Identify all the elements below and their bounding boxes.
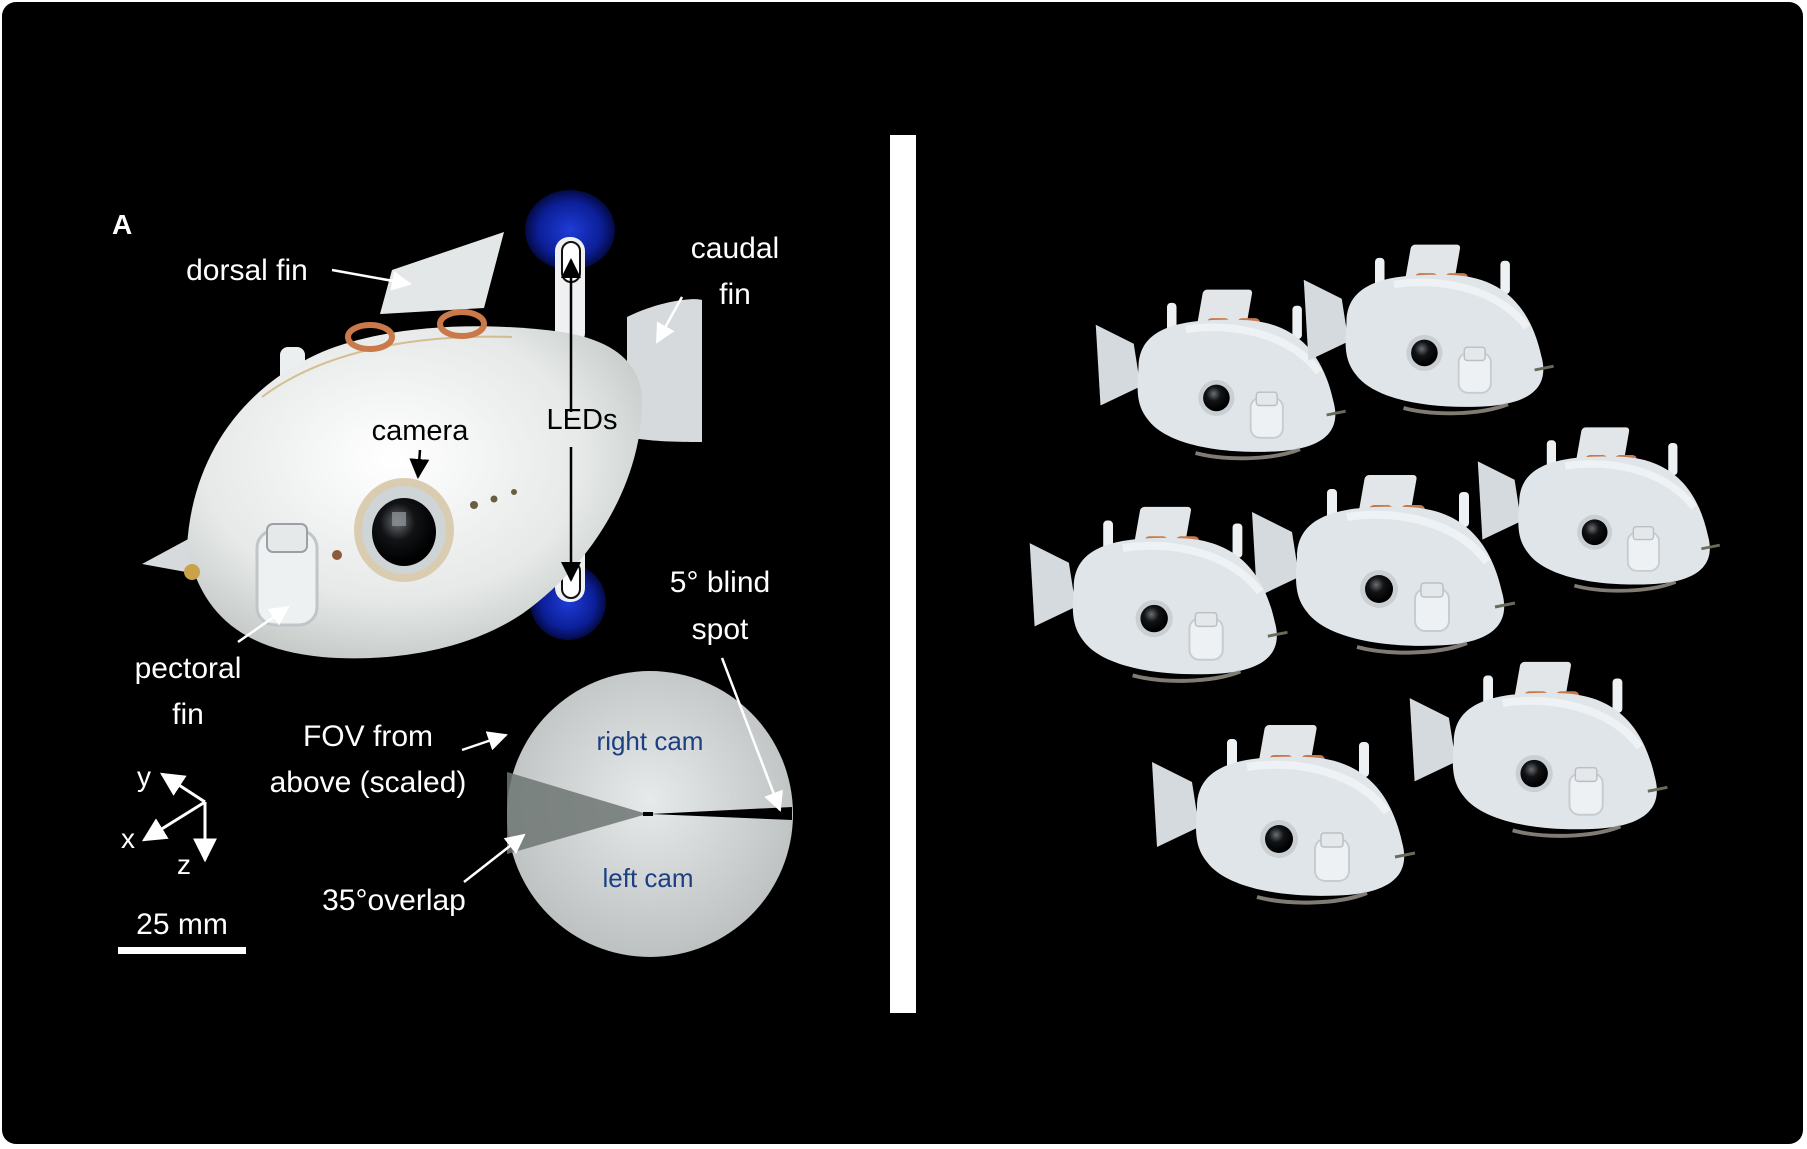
overlap-arrow <box>463 833 526 883</box>
panel-a: A <box>112 190 793 957</box>
dorsal-fin-arrow <box>331 268 412 291</box>
copper-coils <box>345 309 487 352</box>
blind-spot-label-line2: spot <box>692 613 749 646</box>
axis-x-label: x <box>121 823 135 854</box>
blind-spot-label-line1: 5° blind <box>670 566 770 599</box>
swarm-robot-6 <box>1410 662 1668 836</box>
axis-z-label: z <box>177 849 191 880</box>
camera-arrow <box>409 449 430 479</box>
camera-lens <box>354 478 454 582</box>
panel-divider <box>890 135 916 1013</box>
overlap-label: 35°overlap <box>322 884 466 917</box>
camera-label: camera <box>372 415 470 447</box>
swarm-robot-3 <box>1478 427 1720 590</box>
fov-overlap-wedge <box>507 772 647 854</box>
caudal-fin-shape <box>627 299 702 442</box>
dorsal-fin-shape <box>380 232 504 314</box>
fov-arrow <box>461 731 508 752</box>
swarm-robot-5 <box>1030 507 1288 681</box>
nose-fin-shape <box>142 537 197 574</box>
dorsal-fin-label: dorsal fin <box>186 254 308 287</box>
scale-bar-line <box>118 947 246 954</box>
top-led-glow <box>525 190 615 270</box>
panel-letter: A <box>112 209 132 240</box>
swarm-robot-7 <box>1152 725 1415 903</box>
right-cam-label: right cam <box>597 726 704 756</box>
swarm-robot-4 <box>1252 475 1515 653</box>
robot-swarm-photo <box>1030 245 1720 903</box>
left-cam-label: left cam <box>602 863 693 893</box>
fov-blind-wedge <box>650 807 792 820</box>
blind-spot-arrow <box>720 657 783 812</box>
scale-bar: 25 mm <box>118 908 246 954</box>
pectoral-fin-label-line1: pectoral <box>135 652 242 685</box>
pectoral-fin-shape <box>255 523 319 627</box>
caudal-fin-label-line2: fin <box>719 278 751 311</box>
leds-label: LEDs <box>547 404 618 436</box>
swarm-robot-2 <box>1304 245 1554 414</box>
fov-diagram: right cam left cam <box>507 671 793 957</box>
caudal-fin-arrow <box>655 296 684 344</box>
pectoral-fin-label-line2: fin <box>172 698 204 731</box>
sensor-holes <box>332 489 517 560</box>
fov-label-line1: FOV from <box>303 720 433 753</box>
axis-triad: y x z <box>121 761 217 880</box>
fov-label-line2: above (scaled) <box>270 766 467 799</box>
caudal-fin-label-line1: caudal <box>691 232 779 265</box>
scale-bar-label: 25 mm <box>136 908 228 941</box>
axis-y-label: y <box>137 761 151 792</box>
pectoral-fin-arrow <box>237 605 290 644</box>
